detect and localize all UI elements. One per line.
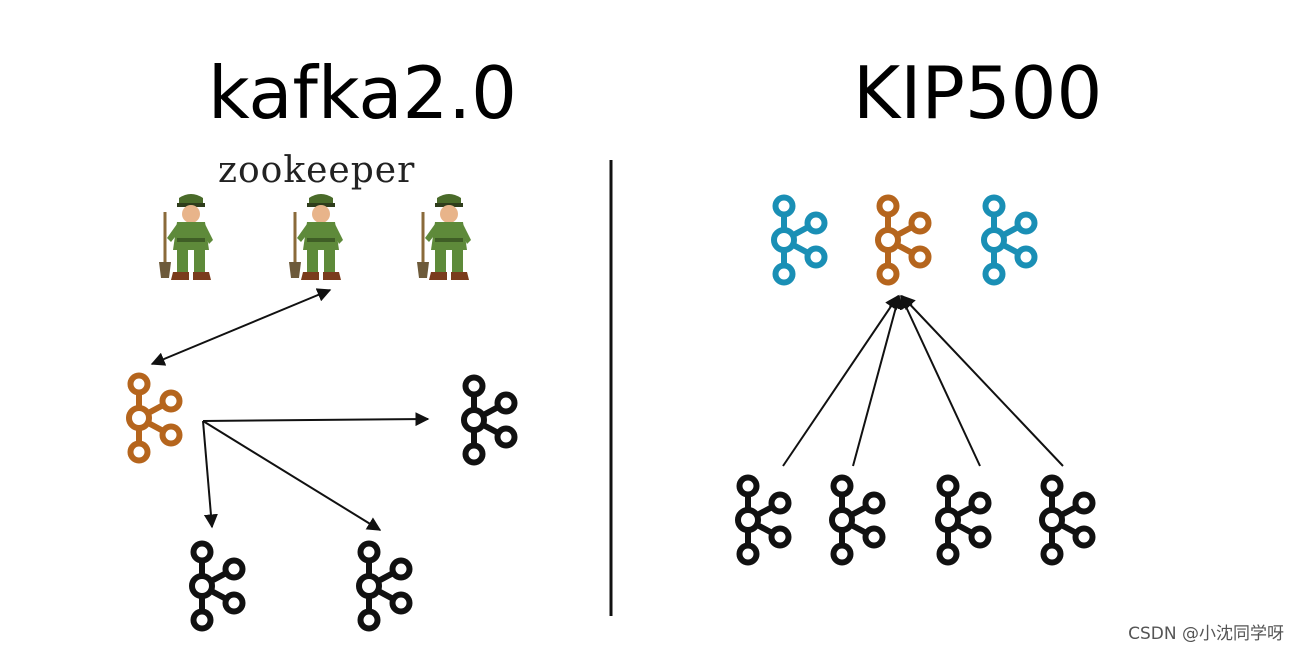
- kip500-broker-3-icon: [938, 478, 989, 563]
- kip500-quorum-node-left-icon: [774, 198, 825, 283]
- kafka2-broker-bottom-right-icon: [359, 544, 410, 629]
- zookeeper-node-1-icon: [157, 192, 215, 282]
- controller-to-broker-right-arrow: [202, 412, 430, 427]
- kip500-broker-4-icon: [1042, 478, 1093, 563]
- kip500-quorum-node-right-icon: [984, 198, 1035, 283]
- kip500-active-controller-icon: [878, 198, 929, 283]
- kafka2-broker-right-icon: [464, 378, 515, 463]
- zookeeper-label: zookeeper: [218, 150, 416, 191]
- controller-zookeeper-arrow: [150, 288, 332, 366]
- kip500-broker-1-icon: [738, 478, 789, 563]
- left-panel-title: kafka2.0: [208, 51, 517, 135]
- zookeeper-node-3-icon: [415, 192, 473, 282]
- broker-3-to-controller-arrow: [899, 294, 981, 467]
- controller-to-broker-bottom-right-arrow: [202, 420, 382, 531]
- controller-to-broker-bottom-left-arrow: [202, 420, 218, 529]
- kip500-broker-2-icon: [832, 478, 883, 563]
- broker-1-to-controller-arrow: [782, 294, 899, 467]
- kafka2-broker-bottom-left-icon: [192, 544, 243, 629]
- broker-4-to-controller-arrow: [901, 294, 1064, 467]
- kafka2-controller-icon: [129, 376, 180, 461]
- zookeeper-node-2-icon: [287, 192, 345, 282]
- broker-2-to-controller-arrow: [852, 294, 903, 467]
- right-panel-title: KIP500: [853, 51, 1103, 135]
- watermark: CSDN @小沈同学呀: [1128, 624, 1284, 644]
